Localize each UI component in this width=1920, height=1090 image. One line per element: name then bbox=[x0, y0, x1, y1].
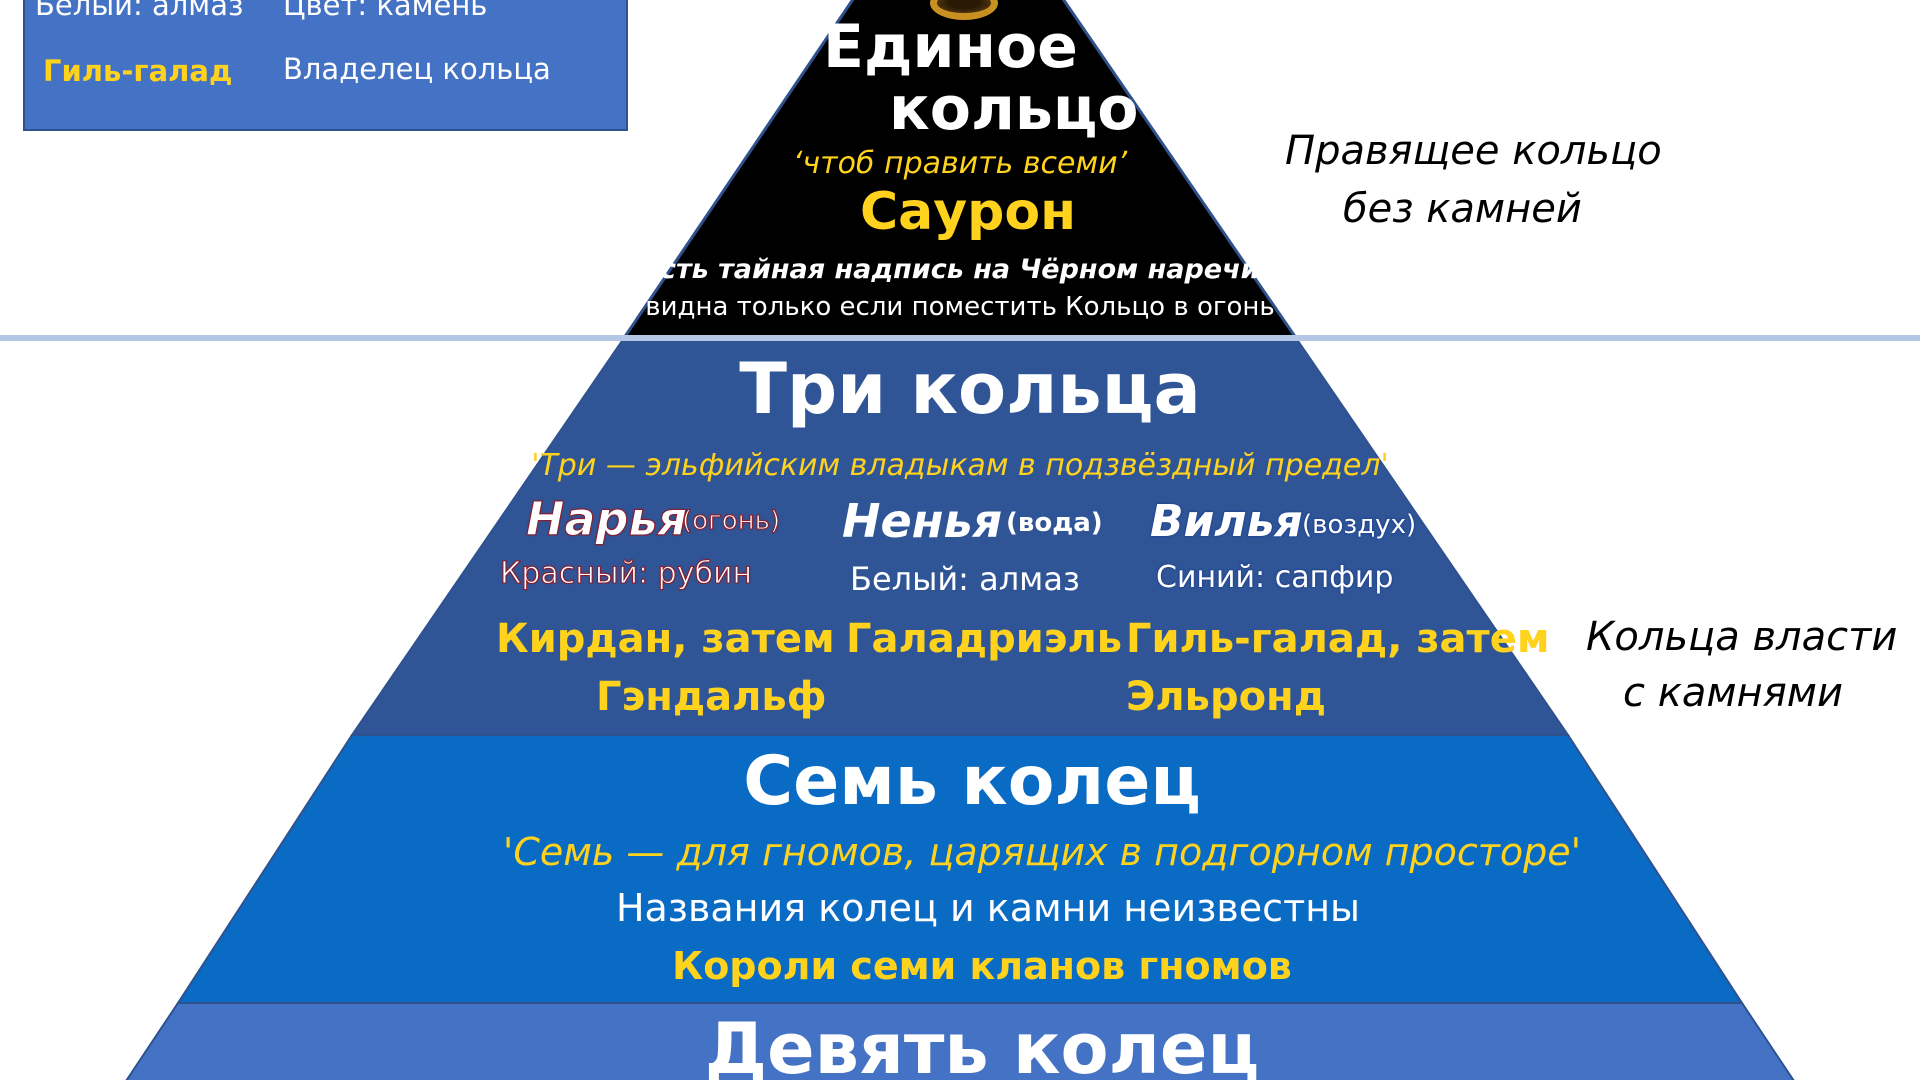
vilya-name: Вилья bbox=[1150, 496, 1303, 547]
vilya-owner-line1: Гиль-галад, затем bbox=[1126, 616, 1550, 662]
nenya-element: (вода) bbox=[1006, 508, 1103, 538]
side-label-ruling-line2: без камней bbox=[1343, 186, 1582, 232]
legend-stone-meaning: Цвет: камень bbox=[283, 0, 488, 22]
narya-stone: Красный: рубин bbox=[499, 556, 753, 592]
tier-seven-note: Названия колец и камни неизвестны bbox=[615, 886, 1361, 930]
side-label-power-line2: с камнями bbox=[1623, 670, 1843, 716]
tier-one-title-line1: Единое bbox=[823, 12, 1078, 82]
side-label-ruling-line1: Правящее кольцо bbox=[1285, 128, 1662, 174]
nenya-owner: Галадриэль bbox=[846, 616, 1123, 662]
narya-owner-line1: Кирдан, затем bbox=[496, 616, 835, 662]
tier-nine-shape bbox=[125, 1002, 1795, 1080]
vilya-stone: Синий: сапфир bbox=[1156, 560, 1394, 595]
nenya-name: Ненья bbox=[842, 494, 1003, 548]
tier-three-quote: 'Три — эльфийским владыкам в подзвёздный… bbox=[531, 448, 1389, 483]
legend-box: Белый: алмаз Цвет: камень Гиль-галад Вла… bbox=[23, 0, 628, 131]
tier-three-title: Три кольца bbox=[739, 348, 1201, 430]
narya-name: Нарья bbox=[525, 492, 688, 547]
legend-stone-label: Белый: алмаз bbox=[35, 0, 244, 22]
tier-one-title-line2: кольцо bbox=[889, 74, 1139, 144]
legend-owner-meaning: Владелец кольца bbox=[283, 52, 551, 86]
vilya-owner-line2: Эльронд bbox=[1126, 674, 1326, 720]
tier-nine-title: Девять колец bbox=[704, 1008, 1260, 1090]
narya-owner-line2: Гэндальф bbox=[596, 674, 827, 720]
nenya-stone: Белый: алмаз bbox=[850, 560, 1080, 598]
tier-one-note-line1: Есть тайная надпись на Чёрном наречии bbox=[641, 254, 1279, 285]
tier-one-owner: Саурон bbox=[859, 182, 1077, 242]
tier-one-note-line2: видна только если поместить Кольцо в ого… bbox=[645, 292, 1275, 322]
vilya-element: (воздух) bbox=[1302, 510, 1417, 540]
tier-seven-owner: Короли семи кланов гномов bbox=[672, 944, 1292, 988]
side-label-power-line1: Кольца власти bbox=[1586, 614, 1898, 660]
tier-seven-title: Семь колец bbox=[743, 742, 1201, 821]
narya-element: (огонь) bbox=[681, 506, 781, 537]
legend-owner-label: Гиль-галад bbox=[43, 54, 233, 88]
tier-seven-quote: 'Семь — для гномов, царящих в подгорном … bbox=[502, 830, 1582, 874]
ring-icon bbox=[930, 0, 998, 20]
tier-one-quote: ‘чтоб править всеми’ bbox=[792, 146, 1128, 181]
